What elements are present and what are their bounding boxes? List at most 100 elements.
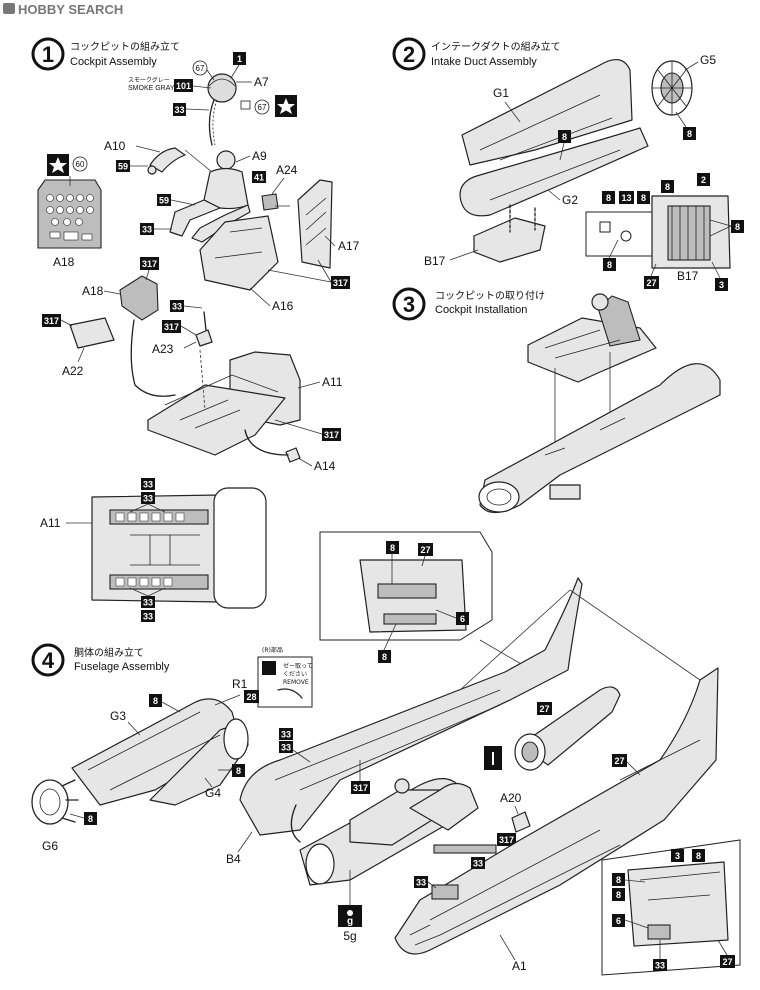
svg-text:317: 317 <box>499 835 514 845</box>
svg-text:8: 8 <box>562 132 567 142</box>
svg-text:R1: R1 <box>232 677 248 691</box>
svg-text:A23: A23 <box>152 342 174 356</box>
step-2-header: 2 インテークダクトの組み立て Intake Duct Assembly <box>392 37 561 71</box>
svg-text:3: 3 <box>403 292 415 317</box>
svg-text:59: 59 <box>118 162 128 172</box>
svg-text:317: 317 <box>142 259 157 269</box>
svg-text:60: 60 <box>76 160 85 169</box>
svg-text:8: 8 <box>607 260 612 270</box>
svg-text:8: 8 <box>687 129 692 139</box>
svg-text:A10: A10 <box>104 139 126 153</box>
svg-text:A20: A20 <box>500 791 522 805</box>
svg-text:B17: B17 <box>677 269 699 283</box>
svg-text:REMOVE: REMOVE <box>283 679 309 686</box>
part-a14: A14 317 <box>244 419 341 473</box>
part-a18-side: A18 317 <box>82 257 176 397</box>
step-1-header: 1 コックピットの組み立て Cockpit Assembly <box>31 37 180 71</box>
svg-text:317: 317 <box>333 278 348 288</box>
svg-text:Fuselage Assembly: Fuselage Assembly <box>74 661 170 673</box>
svg-text:67: 67 <box>196 64 205 73</box>
pilot-helmet-a7: A7 <box>207 73 269 146</box>
part-a20: A20 317 <box>497 791 531 846</box>
step-3-header: 3 コックピットの取り付け Cockpit Installation <box>392 287 545 321</box>
svg-text:317: 317 <box>44 316 59 326</box>
svg-text:HOBBY SEARCH: HOBBY SEARCH <box>18 2 123 17</box>
svg-text:G5: G5 <box>700 53 716 67</box>
svg-text:A24: A24 <box>276 163 298 177</box>
svg-text:A14: A14 <box>314 459 336 473</box>
svg-text:G2: G2 <box>562 193 578 207</box>
svg-text:33: 33 <box>143 612 153 622</box>
svg-text:G1: G1 <box>493 86 509 100</box>
svg-text:2: 2 <box>701 175 706 185</box>
intake-face-g5: G5 8 <box>651 53 716 140</box>
intake-duct-halves: G1 G2 8 <box>459 59 649 217</box>
svg-text:33: 33 <box>416 878 426 888</box>
svg-text:G3: G3 <box>110 709 126 723</box>
svg-text:33: 33 <box>655 961 665 971</box>
fuselage-detail-inset-bottom: 3 8 8 8 6 33 27 <box>601 839 741 976</box>
svg-text:Cockpit Assembly: Cockpit Assembly <box>70 56 157 68</box>
svg-text:33: 33 <box>174 105 184 115</box>
intake-tubes-g3-g4: G3 G4 8 8 R1 28 <box>71 677 259 806</box>
part-a22: A22 317 <box>42 314 115 378</box>
svg-text:4: 4 <box>42 648 55 673</box>
svg-text:5g: 5g <box>343 929 356 943</box>
svg-text:2: 2 <box>403 42 415 67</box>
svg-text:A17: A17 <box>338 239 360 253</box>
label-a18: A18 <box>53 255 75 269</box>
svg-text:8: 8 <box>616 875 621 885</box>
svg-text:317: 317 <box>353 783 368 793</box>
svg-text:(R)部品: (R)部品 <box>262 646 283 654</box>
watermark: HOBBY SEARCH <box>3 2 123 17</box>
svg-text:27: 27 <box>722 957 732 967</box>
svg-text:B17: B17 <box>424 254 446 268</box>
paint-callouts-a7: 1 67 スモークグレー SMOKE GRAY 101 33 67 <box>128 52 297 117</box>
svg-text:コックピットの組み立て: コックピットの組み立て <box>70 40 180 53</box>
svg-text:スモークグレー: スモークグレー <box>128 76 170 84</box>
svg-text:8: 8 <box>153 696 158 706</box>
svg-text:317: 317 <box>164 322 179 332</box>
svg-text:33: 33 <box>143 480 153 490</box>
svg-text:Cockpit Installation: Cockpit Installation <box>435 304 527 316</box>
svg-text:A9: A9 <box>252 149 267 163</box>
svg-text:27: 27 <box>420 545 430 555</box>
svg-text:1: 1 <box>237 54 242 64</box>
svg-text:8: 8 <box>382 652 387 662</box>
seat-a16: A16 317 <box>199 215 350 313</box>
svg-text:g: g <box>347 916 353 927</box>
svg-text:8: 8 <box>665 182 670 192</box>
svg-text:33: 33 <box>143 494 153 504</box>
svg-text:33: 33 <box>473 859 483 869</box>
svg-text:A22: A22 <box>62 364 84 378</box>
svg-text:G4: G4 <box>205 786 221 800</box>
svg-text:6: 6 <box>616 916 621 926</box>
svg-text:59: 59 <box>159 196 169 206</box>
svg-text:33: 33 <box>281 730 291 740</box>
svg-text:Intake Duct Assembly: Intake Duct Assembly <box>431 56 537 68</box>
svg-text:3: 3 <box>719 280 724 290</box>
seat-back-a17: A17 <box>275 179 360 269</box>
svg-text:A11: A11 <box>40 516 61 530</box>
instrument-panel-a18: A18 <box>37 179 102 269</box>
svg-text:8: 8 <box>735 222 740 232</box>
svg-text:27: 27 <box>614 756 624 766</box>
svg-text:13: 13 <box>621 193 631 203</box>
svg-text:A1: A1 <box>512 959 527 973</box>
fuselage-interior-inset: 8 27 6 8 <box>319 531 541 676</box>
svg-text:8: 8 <box>390 543 395 553</box>
svg-text:A7: A7 <box>254 75 269 89</box>
svg-text:コックピットの取り付け: コックピットの取り付け <box>435 289 545 302</box>
cockpit-tub-a11: A11 <box>147 349 343 456</box>
cockpit-installation <box>478 293 721 514</box>
pilot-figure-a9: A9 59 33 <box>140 149 267 243</box>
svg-text:8: 8 <box>88 814 93 824</box>
weight-badge: g 5g <box>338 870 362 943</box>
svg-text:6: 6 <box>460 614 465 624</box>
svg-text:インテークダクトの組み立て: インテークダクトの組み立て <box>431 40 561 53</box>
svg-text:41: 41 <box>254 173 264 183</box>
svg-text:33: 33 <box>172 302 182 312</box>
svg-text:317: 317 <box>324 430 339 440</box>
svg-text:B4: B4 <box>226 852 241 866</box>
svg-text:33: 33 <box>281 743 291 753</box>
